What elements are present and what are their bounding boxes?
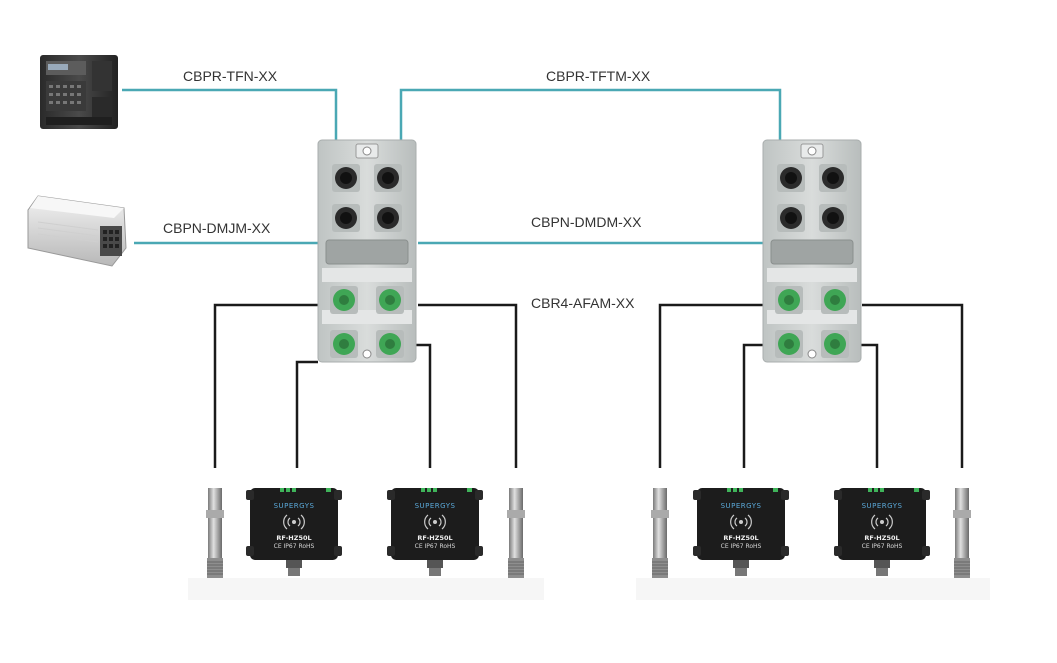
rfid-wave-icon [283, 514, 305, 530]
reader-marks: CE IP67 RoHS [274, 543, 315, 550]
cable-label-sensor: CBR4-AFAM-XX [531, 295, 635, 311]
proximity-sensor [953, 488, 971, 578]
reader-marks: CE IP67 RoHS [862, 543, 903, 550]
proximity-sensor [206, 488, 224, 578]
reader-brand: SUPERGYS [721, 502, 762, 510]
hub-to-hub-cable [399, 88, 782, 142]
reader-brand: SUPERGYS [862, 502, 903, 510]
reader-model: RF-HZ50L [276, 534, 311, 542]
proximity-sensor [507, 488, 525, 578]
cable-label-plc-to-hub: CBPR-TFN-XX [183, 68, 278, 84]
device-base-2 [636, 578, 990, 600]
sensor-cables [213, 303, 964, 468]
cable-label-psu-to-hub: CBPN-DMJM-XX [163, 220, 271, 236]
cable-label-hub-to-hub: CBPR-TFTM-XX [546, 68, 651, 84]
rfid-wave-icon [730, 514, 752, 530]
io-link-hub-1 [317, 139, 417, 363]
power-supply [27, 195, 127, 267]
plc-controller [40, 55, 118, 129]
rfid-wave-icon [424, 514, 446, 530]
device-base-1 [188, 578, 544, 600]
plc-to-hub-cable [122, 88, 338, 142]
reader-model: RF-HZ50L [864, 534, 899, 542]
rfid-wave-icon [871, 514, 893, 530]
io-link-hub-2 [762, 139, 862, 363]
cable-label-power-hub-to-hub: CBPN-DMDM-XX [531, 214, 642, 230]
profinet-cables [122, 88, 782, 245]
reader-brand: SUPERGYS [415, 502, 456, 510]
proximity-sensor [651, 488, 669, 578]
reader-marks: CE IP67 RoHS [415, 543, 456, 550]
reader-marks: CE IP67 RoHS [721, 543, 762, 550]
reader-model: RF-HZ50L [417, 534, 452, 542]
reader-brand: SUPERGYS [274, 502, 315, 510]
reader-model: RF-HZ50L [723, 534, 758, 542]
